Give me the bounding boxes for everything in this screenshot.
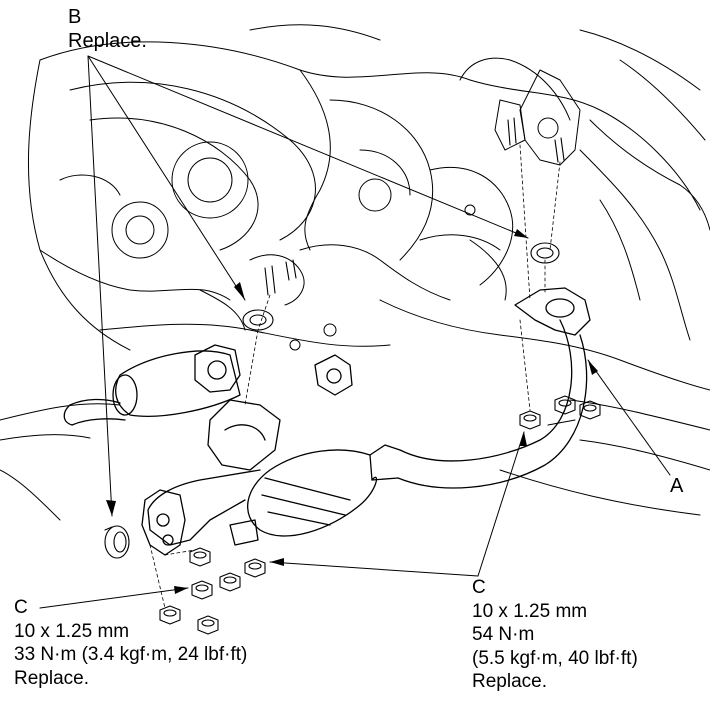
label-c-left-torque: 33 N·m (3.4 kgf·m, 24 lbf·ft) — [14, 644, 248, 665]
arrowheads — [106, 229, 598, 594]
leader-lines — [39, 55, 671, 609]
alignment-lines — [149, 144, 561, 609]
label-c-right-torque-alt: (5.5 kgf·m, 40 lbf·ft) — [472, 647, 638, 669]
gasket-b-lower-left — [104, 525, 130, 559]
label-b-note: Replace. — [68, 30, 147, 52]
exhaust-pipe-a — [63, 287, 591, 556]
label-a-letter: A — [670, 475, 684, 497]
engine-block-background — [0, 24, 710, 521]
nuts-c-left — [159, 547, 266, 635]
label-c-right-size: 10 x 1.25 mm — [472, 600, 588, 622]
label-c-left-letter: C — [14, 597, 28, 618]
label-c-right-letter: C — [472, 577, 486, 598]
label-c-right-torque: 54 N·m — [472, 624, 535, 645]
studs — [264, 117, 565, 296]
label-c-right: C 10 x 1.25 mm 54 N·m (5.5 kgf·m, 40 lbf… — [472, 576, 638, 694]
label-c-left-note: Replace. — [14, 667, 89, 689]
gasket-b-middle — [242, 309, 274, 331]
label-c-right-note: Replace. — [472, 671, 547, 692]
nuts-c-right — [519, 395, 601, 430]
label-c-left-size: 10 x 1.25 mm — [14, 620, 130, 642]
label-b-letter: B — [68, 6, 82, 28]
label-c-left: C 10 x 1.25 mm 33 N·m (3.4 kgf·m, 24 lbf… — [14, 596, 247, 690]
